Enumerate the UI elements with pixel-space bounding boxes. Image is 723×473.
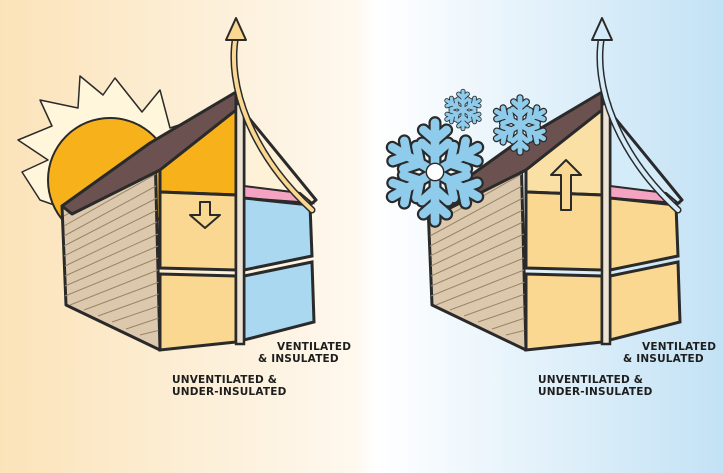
winter-label-unventilated-line2: UNDER-INSULATED <box>538 386 653 398</box>
winter-scene: VENTILATED & INSULATED UNVENTILATED & UN… <box>386 17 716 398</box>
summer-label-unventilated-line1: UNVENTILATED & <box>172 374 277 386</box>
room-upper-left <box>158 190 238 272</box>
room-lower-left <box>158 272 238 352</box>
summer-scene: VENTILATED & INSULATED UNVENTILATED & UN… <box>17 17 351 398</box>
snowflake-icon <box>444 91 481 128</box>
snowflake-icon <box>386 123 484 222</box>
room-upper-right <box>242 196 314 272</box>
summer-label-unventilated-line2: UNDER-INSULATED <box>172 386 287 398</box>
summer-label-ventilated-line2: & INSULATED <box>258 353 339 365</box>
center-wall <box>600 102 612 346</box>
center-wall <box>234 102 246 346</box>
winter-label-ventilated-line1: VENTILATED <box>642 341 716 353</box>
arrow-up-icon <box>550 159 582 211</box>
summer-label-ventilated-line1: VENTILATED <box>277 341 351 353</box>
winter-label-ventilated-line2: & INSULATED <box>623 353 704 365</box>
arrow-up-icon <box>225 17 316 214</box>
room-upper-right <box>608 196 680 272</box>
winter-label-unventilated-line1: UNVENTILATED & <box>538 374 643 386</box>
room-lower-left <box>524 272 604 352</box>
arrow-up-icon <box>591 17 682 214</box>
arrow-down-icon <box>189 201 221 229</box>
snowflake-icon <box>493 98 547 152</box>
